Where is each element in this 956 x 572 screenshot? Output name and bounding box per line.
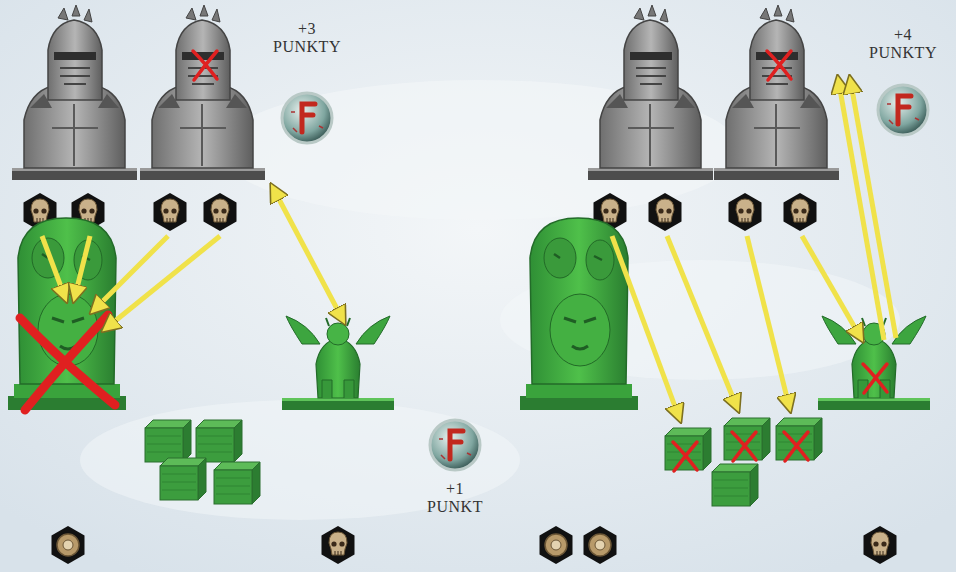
score-label: +3 PUNKTY: [273, 20, 341, 57]
score-label: +4 PUNKTY: [869, 26, 937, 63]
score-label: +1 PUNKT: [427, 480, 483, 517]
